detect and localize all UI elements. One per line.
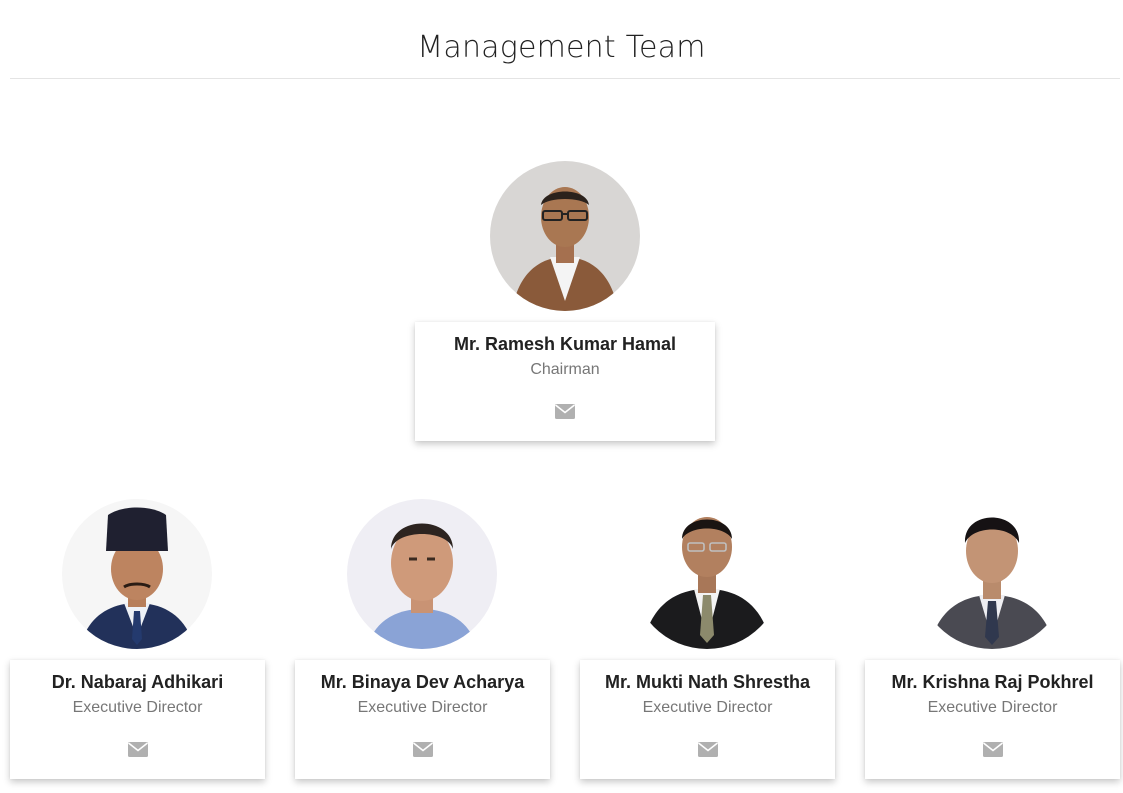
envelope-icon[interactable] <box>412 742 433 757</box>
chairman-photo <box>490 161 640 311</box>
director-card: Mr. Binaya Dev Acharya Executive Directo… <box>295 660 550 779</box>
member-role: Executive Director <box>357 699 488 716</box>
envelope-icon[interactable] <box>555 404 575 419</box>
member-name: Mr. Krishna Raj Pokhrel <box>891 672 1094 692</box>
page-title: Management Team <box>417 30 706 65</box>
title-divider <box>10 78 1120 79</box>
director-card: Dr. Nabaraj Adhikari Executive Director <box>10 660 265 779</box>
member-name: Mr. Ramesh Kumar Hamal <box>453 334 677 354</box>
director-card: Mr. Krishna Raj Pokhrel Executive Direct… <box>865 660 1120 779</box>
member-name: Mr. Mukti Nath Shrestha <box>604 672 811 692</box>
envelope-icon[interactable] <box>982 742 1003 757</box>
member-director-3: Mr. Mukti Nath Shrestha Executive Direct… <box>580 499 835 779</box>
envelope-icon[interactable] <box>127 742 148 757</box>
member-role: Executive Director <box>72 699 203 716</box>
member-chairman: Mr. Ramesh Kumar Hamal Chairman <box>415 161 715 441</box>
envelope-icon[interactable] <box>697 742 718 757</box>
member-name: Dr. Nabaraj Adhikari <box>51 672 224 692</box>
director-photo <box>632 499 782 649</box>
member-name: Mr. Binaya Dev Acharya <box>320 672 525 692</box>
member-role: Executive Director <box>642 699 773 716</box>
chairman-card: Mr. Ramesh Kumar Hamal Chairman <box>415 322 715 441</box>
member-director-2: Mr. Binaya Dev Acharya Executive Directo… <box>295 499 550 779</box>
director-card: Mr. Mukti Nath Shrestha Executive Direct… <box>580 660 835 779</box>
director-photo <box>347 499 497 649</box>
member-director-4: Mr. Krishna Raj Pokhrel Executive Direct… <box>865 499 1120 779</box>
director-photo <box>62 499 212 649</box>
member-role: Chairman <box>530 361 600 378</box>
director-photo <box>917 499 1067 649</box>
member-role: Executive Director <box>927 699 1058 716</box>
member-director-1: Dr. Nabaraj Adhikari Executive Director <box>10 499 265 779</box>
